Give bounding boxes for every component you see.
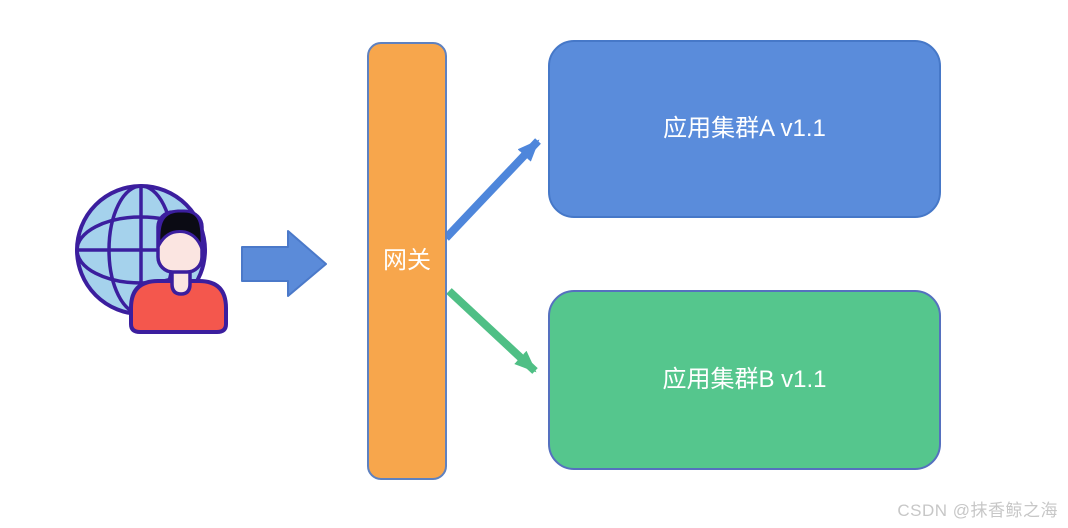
cluster-b-node: 应用集群B v1.1 bbox=[548, 290, 941, 470]
cluster-b-label: 应用集群B v1.1 bbox=[662, 365, 827, 393]
watermark: CSDN @抹香鲸之海 bbox=[897, 501, 1058, 520]
person-hair bbox=[157, 209, 204, 251]
person-shirt bbox=[129, 279, 228, 334]
gateway-node: 网关 bbox=[367, 42, 447, 480]
cluster-a-node: 应用集群A v1.1 bbox=[548, 40, 941, 218]
flow-arrow-user-to-gateway bbox=[241, 230, 327, 297]
cluster-a-label: 应用集群A v1.1 bbox=[663, 114, 826, 142]
gateway-label: 网关 bbox=[383, 246, 431, 274]
user-globe-icon bbox=[75, 184, 228, 334]
connector-gateway-to-cluster-b bbox=[446, 288, 538, 374]
connector-gateway-to-cluster-a bbox=[443, 138, 541, 241]
